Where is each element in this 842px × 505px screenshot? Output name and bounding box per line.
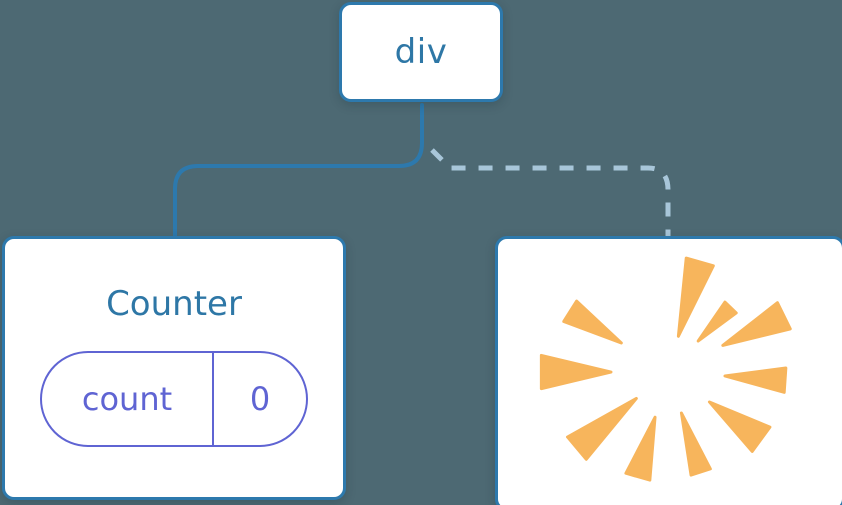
state-value-label: 0 bbox=[249, 380, 271, 418]
burst-ray-10 bbox=[562, 299, 623, 345]
burst-ray-1 bbox=[676, 256, 715, 338]
node-div[interactable]: div bbox=[339, 2, 503, 102]
node-div-label: div bbox=[394, 32, 448, 72]
node-counter[interactable]: Counter count 0 bbox=[2, 236, 346, 500]
burst-ray-3 bbox=[721, 301, 792, 347]
rerender-burst-icon bbox=[539, 256, 792, 482]
burst-ray-8 bbox=[566, 396, 638, 461]
burst-ray-9 bbox=[539, 353, 613, 391]
burst-ray-6 bbox=[679, 411, 712, 477]
node-counter-label: Counter bbox=[106, 284, 242, 324]
state-pill-count[interactable]: count 0 bbox=[40, 351, 308, 447]
burst-ray-4 bbox=[723, 366, 788, 394]
edge-div-to-rerender bbox=[430, 148, 671, 238]
burst-ray-5 bbox=[707, 400, 772, 453]
edge-div-to-counter bbox=[173, 103, 424, 240]
burst-ray-2 bbox=[696, 300, 738, 343]
state-key-label: count bbox=[42, 353, 214, 445]
burst-ray-7 bbox=[624, 415, 657, 482]
node-rerender[interactable] bbox=[495, 236, 842, 505]
